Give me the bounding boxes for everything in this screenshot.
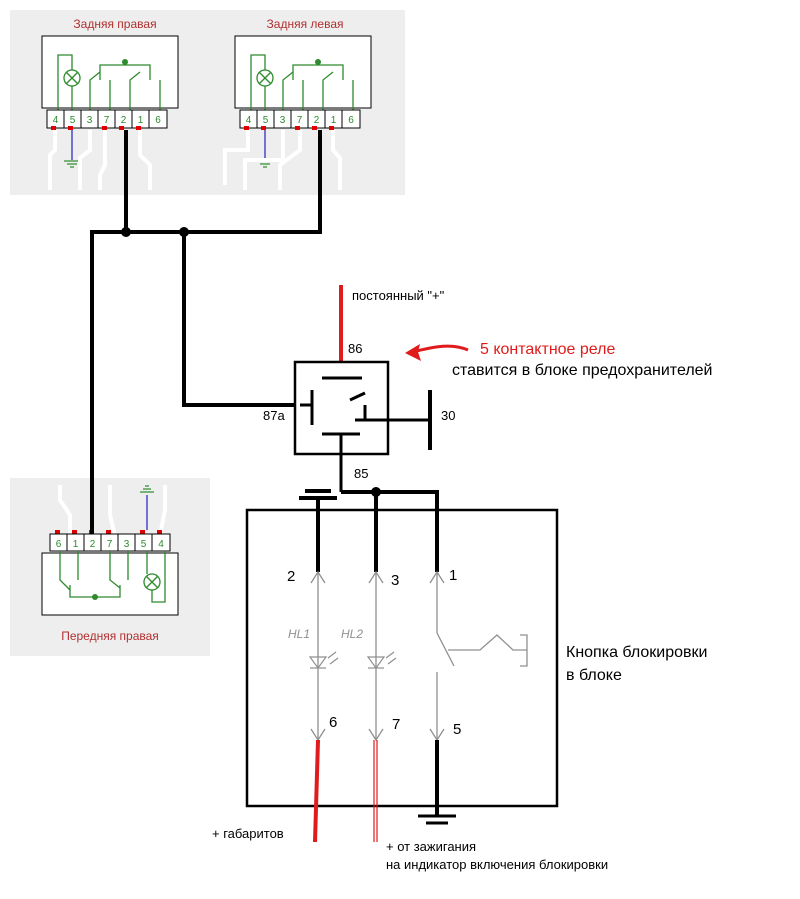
connector-rear-left: Задняя левая 4 5 3 7 2 1 [205,10,405,195]
pin-label: 7 [297,115,303,126]
pin-label: 4 [53,115,59,126]
led-hl2-icon [366,651,397,670]
connector-title: Задняя левая [267,17,344,31]
relay-pin-87a: 87а [263,408,285,423]
junction-dot [179,227,189,237]
pin-label: 1 [138,115,144,126]
pin-label: 1 [331,115,337,126]
pin-label: 1 [73,539,79,550]
wire-main-bus [90,130,322,534]
pin-5-label: 5 [453,721,461,738]
pin-label: 2 [90,539,96,550]
pin-strip: 4 5 3 7 2 1 6 [239,109,361,130]
pin-label: 4 [246,115,252,126]
parking-lights-label: + габаритов [212,826,284,841]
pin-6-label: 6 [329,714,337,731]
pin-label: 3 [280,115,286,126]
relay: постоянный "+" 86 87а 30 85 5 контактное… [263,285,713,492]
pin-label: 6 [155,115,161,126]
junction-dot [121,227,131,237]
pin-7-label: 7 [392,716,400,733]
pin-label: 5 [141,539,147,550]
pin-label: 7 [104,115,110,126]
relay-annotation-subtitle: ставится в блоке предохранителей [452,362,713,379]
relay-pin-86: 86 [348,341,362,356]
block-outline [245,508,559,808]
pin-label: 5 [263,115,269,126]
bus-wires [90,130,322,534]
connector-rear-right: Задняя правая 4 5 3 7 2 [10,10,205,195]
pin-label: 7 [107,539,113,550]
wires-85 [341,490,439,572]
ground-icon [418,814,456,825]
junction-dot [371,487,381,497]
ignition-label-line2: на индикатор включения блокировки [386,857,608,872]
connector-front-right: 6 1 2 7 3 5 4 Передняя правая [10,478,210,656]
parking-lights-wire [313,739,320,843]
relay-annotation-title: 5 контактное реле [480,341,615,358]
connector-title: Задняя правая [73,17,156,31]
pin-2-label: 2 [287,568,295,585]
relay-pin-30: 30 [441,408,455,423]
annotation-arrowhead-icon [405,344,421,361]
pin-label: 3 [87,115,93,126]
wire-to-87a [182,232,300,407]
pin-label: 6 [56,539,62,550]
led-hl1-icon [308,651,339,670]
pin-3-label: 3 [391,572,399,589]
block-title-line1: Кнопка блокировки [566,644,707,661]
block-title-line2: в блоке [566,667,622,684]
pin-label: 3 [124,539,130,550]
ignition-label-line1: + от зажигания [386,839,476,854]
led-hl1-label: HL1 [288,627,310,641]
relay-pin-85: 85 [354,466,368,481]
pin-label: 5 [70,115,76,126]
connector-title: Передняя правая [61,629,159,643]
lock-button-block: HL1 HL2 2 3 1 6 7 5 Кнопка блокировки в … [245,508,707,808]
ground-icon [140,485,154,493]
pin-label: 4 [158,539,164,550]
annotation-arrow-icon [411,344,469,354]
supply-label: постоянный "+" [352,288,445,303]
pin-label: 2 [314,115,320,126]
ground-icon [64,160,80,168]
pin-strip: 4 5 3 7 2 1 6 [46,109,168,130]
led-hl2-label: HL2 [341,627,363,641]
pin-1-label: 1 [449,567,457,584]
pin-label: 2 [121,115,127,126]
pin-strip: 6 1 2 7 3 5 4 [49,530,171,552]
pin-label: 6 [348,115,354,126]
